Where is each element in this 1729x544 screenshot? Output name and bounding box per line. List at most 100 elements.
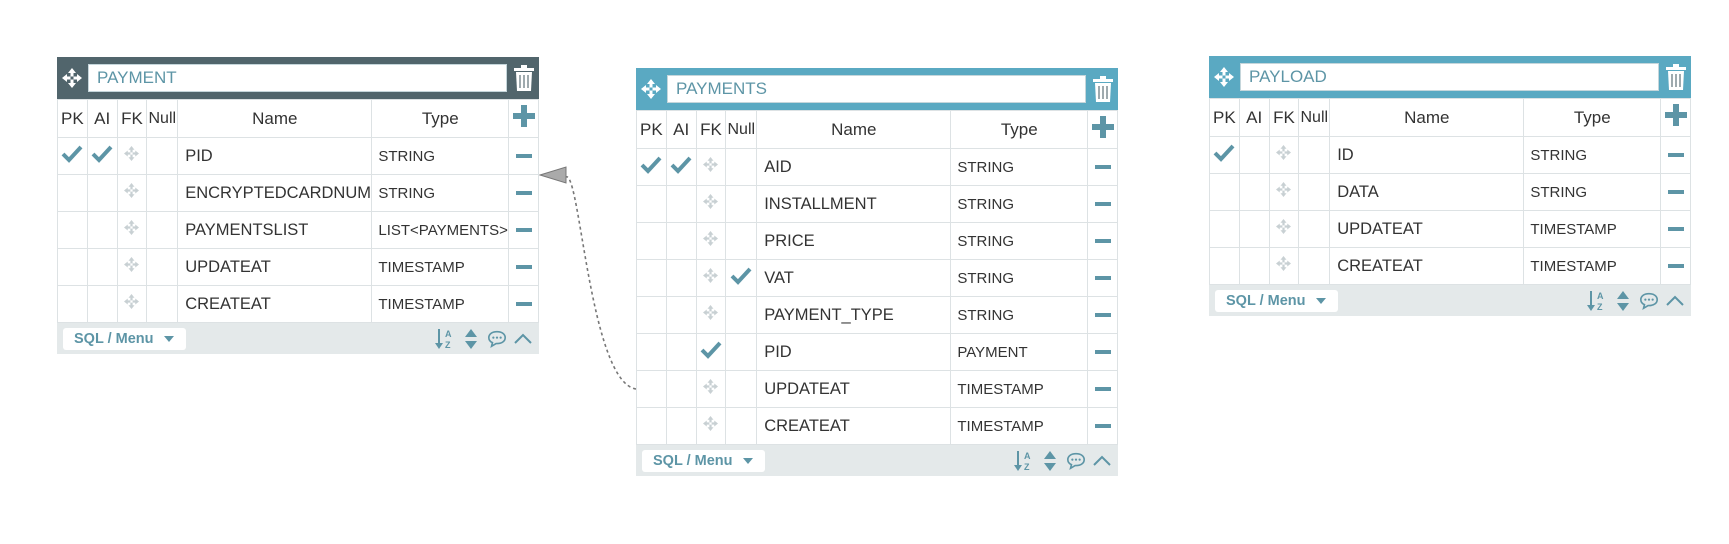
table-row[interactable]: PAYMENTSLIST LIST<PAYMENTS> xyxy=(57,211,539,249)
table-row[interactable]: CREATEAT TIMESTAMP xyxy=(1209,247,1691,285)
pk-cell[interactable] xyxy=(636,296,667,334)
table-row[interactable]: PRICE STRING xyxy=(636,222,1118,260)
ai-cell[interactable] xyxy=(665,296,697,334)
column-name[interactable]: UPDATEAT xyxy=(1329,210,1525,248)
remove-column-button[interactable] xyxy=(508,174,539,212)
pk-cell[interactable] xyxy=(636,185,667,223)
column-type[interactable]: STRING xyxy=(1523,136,1662,174)
ai-cell[interactable] xyxy=(86,137,118,175)
sql-menu-button[interactable]: SQL / Menu xyxy=(642,450,765,472)
chevron-up-icon[interactable] xyxy=(1092,450,1112,472)
pk-cell[interactable] xyxy=(57,174,88,212)
null-cell[interactable] xyxy=(146,137,179,175)
up-down-icon[interactable] xyxy=(1613,290,1633,312)
remove-column-button[interactable] xyxy=(1087,296,1118,334)
table-row[interactable]: AID STRING xyxy=(636,148,1118,186)
remove-column-button[interactable] xyxy=(508,248,539,286)
column-type[interactable]: STRING xyxy=(950,185,1089,223)
column-name[interactable]: CREATEAT xyxy=(1329,247,1525,285)
table-name-input[interactable] xyxy=(1240,63,1659,91)
fk-cell[interactable] xyxy=(695,185,727,223)
pk-cell[interactable] xyxy=(636,148,667,186)
table-row[interactable]: ID STRING xyxy=(1209,136,1691,174)
remove-column-button[interactable] xyxy=(1660,210,1691,248)
fk-cell[interactable] xyxy=(695,407,727,445)
ai-cell[interactable] xyxy=(86,211,118,249)
column-type[interactable]: STRING xyxy=(950,259,1089,297)
pk-cell[interactable] xyxy=(636,333,667,371)
fk-cell[interactable] xyxy=(116,211,148,249)
trash-icon[interactable] xyxy=(1661,56,1691,98)
chevron-up-icon[interactable] xyxy=(513,328,533,350)
add-column-button[interactable] xyxy=(1660,98,1691,137)
column-name[interactable]: UPDATEAT xyxy=(756,370,952,408)
fk-cell[interactable] xyxy=(1268,210,1300,248)
ai-cell[interactable] xyxy=(1238,210,1270,248)
null-cell[interactable] xyxy=(725,148,758,186)
fk-cell[interactable] xyxy=(1268,173,1300,211)
column-type[interactable]: TIMESTAMP xyxy=(1523,247,1662,285)
table-row[interactable]: CREATEAT TIMESTAMP xyxy=(57,285,539,323)
null-cell[interactable] xyxy=(1298,247,1331,285)
comment-icon[interactable] xyxy=(1066,450,1086,472)
table-name-input[interactable] xyxy=(88,64,507,92)
fk-cell[interactable] xyxy=(1268,136,1300,174)
ai-cell[interactable] xyxy=(86,174,118,212)
column-type[interactable]: STRING xyxy=(1523,173,1662,211)
fk-cell[interactable] xyxy=(695,222,727,260)
column-name[interactable]: CREATEAT xyxy=(756,407,952,445)
column-name[interactable]: PAYMENTSLIST xyxy=(177,211,373,249)
column-name[interactable]: AID xyxy=(756,148,952,186)
remove-column-button[interactable] xyxy=(1087,148,1118,186)
column-name[interactable]: DATA xyxy=(1329,173,1525,211)
trash-icon[interactable] xyxy=(509,57,539,99)
column-name[interactable]: INSTALLMENT xyxy=(756,185,952,223)
fk-cell[interactable] xyxy=(116,174,148,212)
null-cell[interactable] xyxy=(146,211,179,249)
remove-column-button[interactable] xyxy=(1660,136,1691,174)
null-cell[interactable] xyxy=(725,259,758,297)
column-type[interactable]: TIMESTAMP xyxy=(1523,210,1662,248)
null-cell[interactable] xyxy=(725,222,758,260)
table-payment[interactable]: PK AI FK Null Name Type PID STRING xyxy=(57,57,539,354)
pk-cell[interactable] xyxy=(57,137,88,175)
null-cell[interactable] xyxy=(146,174,179,212)
column-type[interactable]: STRING xyxy=(950,148,1089,186)
ai-cell[interactable] xyxy=(665,185,697,223)
fk-cell[interactable] xyxy=(695,333,727,371)
column-type[interactable]: STRING xyxy=(950,222,1089,260)
column-type[interactable]: STRING xyxy=(371,137,510,175)
remove-column-button[interactable] xyxy=(508,211,539,249)
fk-cell[interactable] xyxy=(695,296,727,334)
ai-cell[interactable] xyxy=(86,248,118,286)
fk-cell[interactable] xyxy=(116,285,148,323)
column-type[interactable]: PAYMENT xyxy=(950,333,1089,371)
move-icon[interactable] xyxy=(57,57,86,99)
add-column-button[interactable] xyxy=(508,99,539,138)
column-name[interactable]: VAT xyxy=(756,259,952,297)
table-payments[interactable]: PK AI FK Null Name Type AID STRING xyxy=(636,68,1118,476)
null-cell[interactable] xyxy=(725,370,758,408)
table-payload[interactable]: PK AI FK Null Name Type ID STRING xyxy=(1209,56,1691,316)
up-down-icon[interactable] xyxy=(1040,450,1060,472)
table-row[interactable]: CREATEAT TIMESTAMP xyxy=(636,407,1118,445)
null-cell[interactable] xyxy=(725,333,758,371)
ai-cell[interactable] xyxy=(665,370,697,408)
table-row[interactable]: DATA STRING xyxy=(1209,173,1691,211)
ai-cell[interactable] xyxy=(1238,247,1270,285)
null-cell[interactable] xyxy=(146,285,179,323)
remove-column-button[interactable] xyxy=(1087,407,1118,445)
remove-column-button[interactable] xyxy=(1087,370,1118,408)
fk-cell[interactable] xyxy=(695,370,727,408)
null-cell[interactable] xyxy=(725,185,758,223)
column-type[interactable]: TIMESTAMP xyxy=(950,407,1089,445)
ai-cell[interactable] xyxy=(1238,173,1270,211)
column-type[interactable]: TIMESTAMP xyxy=(371,285,510,323)
sql-menu-button[interactable]: SQL / Menu xyxy=(63,328,186,350)
up-down-icon[interactable] xyxy=(461,328,481,350)
ai-cell[interactable] xyxy=(1238,136,1270,174)
sort-icon[interactable]: A Z xyxy=(1014,450,1034,472)
table-row[interactable]: UPDATEAT TIMESTAMP xyxy=(636,370,1118,408)
fk-cell[interactable] xyxy=(116,248,148,286)
remove-column-button[interactable] xyxy=(508,285,539,323)
